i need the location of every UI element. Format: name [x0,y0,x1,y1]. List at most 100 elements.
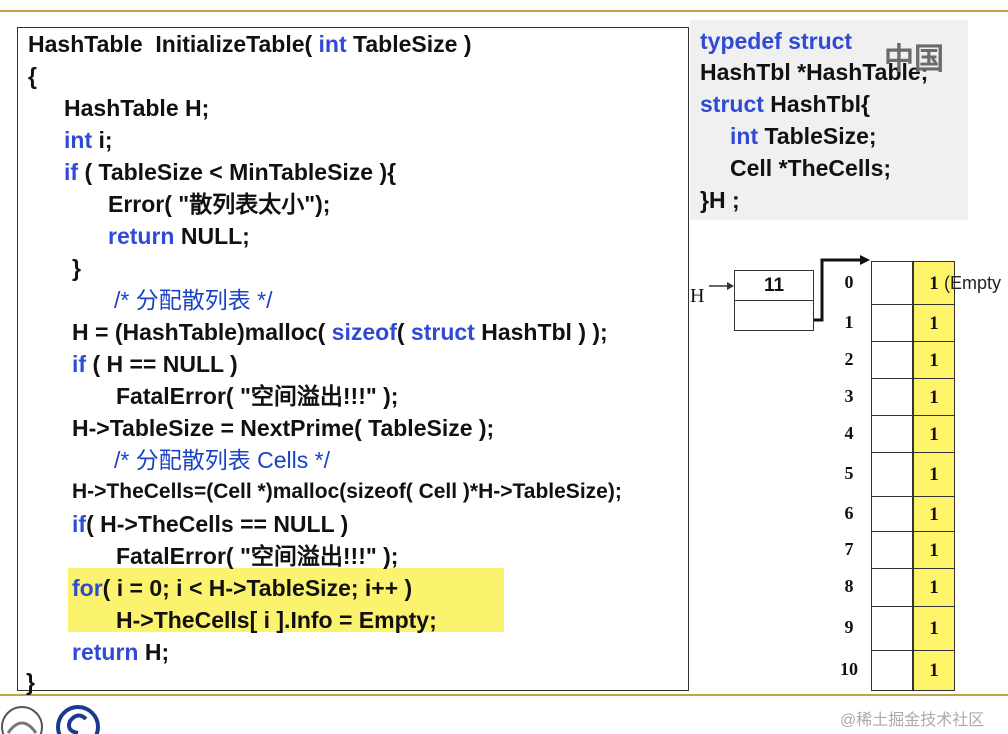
top-rule [0,10,1008,12]
code-line-17: for( i = 0; i < H->TableSize; i++ ) [72,575,412,601]
code-token: TableSize ) [346,31,472,57]
code-token: return [108,223,175,249]
code-token: { [28,63,37,89]
watermark: @稀土掘金技术社区 [840,712,985,729]
code-line-3: int i; [64,127,113,153]
code-token: if [72,351,87,377]
code-line-18: H->TheCells[ i ].Info = Empty; [116,607,437,633]
course-logo-icon [56,705,100,734]
cell-element [871,531,913,569]
code-token: ( H->TheCells == NULL ) [86,511,349,537]
code-box: HashTable InitializeTable( int TableSize… [17,27,689,695]
typedef-line-4: Cell *TheCells; [730,155,891,181]
cell-index: 8 [844,576,854,596]
cell-element [871,261,913,305]
code-line-5: Error( "散列表太小"); [108,191,330,217]
cell-info: 1 [913,650,955,691]
code-line-11: FatalError( "空间溢出!!!" ); [116,383,398,409]
code-line-10: if ( H == NULL ) [72,351,238,377]
code-token: ( i = 0; i < H->TableSize; i++ ) [102,575,413,601]
typedef-token: HashTbl{ [763,91,870,117]
code-token: ( [396,319,411,345]
cell-element [871,606,913,651]
code-line-15: if( H->TheCells == NULL ) [72,511,348,537]
typedef-line-2: struct HashTbl{ [700,91,870,117]
corner-logo-text: 中国 [884,43,944,76]
cell-info: 1 [913,496,955,532]
cell-index: 1 [844,311,854,332]
code-token: } [72,255,81,281]
typedef-line-3: int TableSize; [730,123,877,149]
cell-info: 1 [913,568,955,607]
code-token: H; [138,639,170,665]
cell-info: 1 [913,452,955,497]
typedef-token: struct [700,91,764,117]
cells-pointer-head [860,255,870,265]
cell-index: 10 [840,659,858,679]
code-token: return [72,639,139,665]
typedef-line-1: HashTbl *HashTable; [700,59,928,85]
code-token: HashTable H; [64,95,210,121]
code-token: int [318,31,347,57]
code-token: i; [92,127,113,153]
code-line-0: HashTable InitializeTable( int TableSize… [28,31,471,57]
typedef-token: typedef struct [700,28,853,54]
code-token: if [64,159,79,185]
code-line-9: H = (HashTable)malloc( sizeof( struct Ha… [72,319,608,345]
university-seal-icon [1,706,43,734]
cell-info: 1 [913,415,955,453]
code-token: ( H == NULL ) [86,351,238,377]
h-arrow-head [727,282,734,290]
cell-info: 1 [913,531,955,569]
typedef-token: Cell *TheCells; [730,155,892,181]
cell-element [871,568,913,607]
code-line-4: if ( TableSize < MinTableSize ){ [64,159,396,185]
cell-element [871,304,913,342]
code-line-2: HashTable H; [64,95,209,121]
cell-element [871,650,913,691]
code-token: FatalError( "空间溢出!!!" ); [116,543,399,569]
code-line-14: H->TheCells=(Cell *)malloc(sizeof( Cell … [72,479,622,505]
code-token: } [26,669,35,695]
code-line-6: return NULL; [108,223,250,249]
cell-element [871,496,913,532]
cell-index: 3 [844,385,854,406]
code-line-1: { [28,63,37,89]
code-token: int [64,127,93,153]
code-token: HashTable InitializeTable( [28,31,319,57]
cell-index: 9 [844,617,854,637]
empty-note: (Empty [944,273,1002,293]
table-size-box: 11 [734,270,814,301]
code-token: sizeof [331,319,397,345]
typedef-line-0: typedef struct [700,28,852,54]
cell-info: 1 [913,378,955,416]
h-label: H [690,285,705,307]
cell-index: 4 [844,422,854,443]
loop-highlight [68,568,504,632]
code-token: HashTbl ) ); [474,319,608,345]
code-token: H->TheCells[ i ].Info = Empty; [116,607,437,633]
cell-info: 1 [913,606,955,651]
typedef-line-5: }H ; [700,187,740,213]
cell-index: 0 [844,271,854,292]
cell-info: 1 [913,341,955,379]
cell-element [871,452,913,497]
code-token: H->TableSize = NextPrime( TableSize ); [72,415,495,441]
code-token: H = (HashTable)malloc( [72,319,332,345]
cell-index: 2 [844,348,854,369]
code-token: FatalError( "空间溢出!!!" ); [116,383,399,409]
cell-element [871,341,913,379]
code-line-7: } [72,255,81,281]
code-token: ( TableSize < MinTableSize ){ [78,159,397,185]
code-token: H->TheCells=(Cell *)malloc(sizeof( Cell … [72,480,622,503]
code-line-19: return H; [72,639,169,665]
code-line-8: /* 分配散列表 */ [114,287,272,313]
code-token: Error( "散列表太小"); [108,191,331,217]
cell-element [871,415,913,453]
cell-index: 6 [844,502,854,523]
bottom-rule [0,694,1008,696]
code-token: NULL; [174,223,250,249]
code-line-13: /* 分配散列表 Cells */ [114,447,330,473]
typedef-token: }H ; [700,187,740,213]
